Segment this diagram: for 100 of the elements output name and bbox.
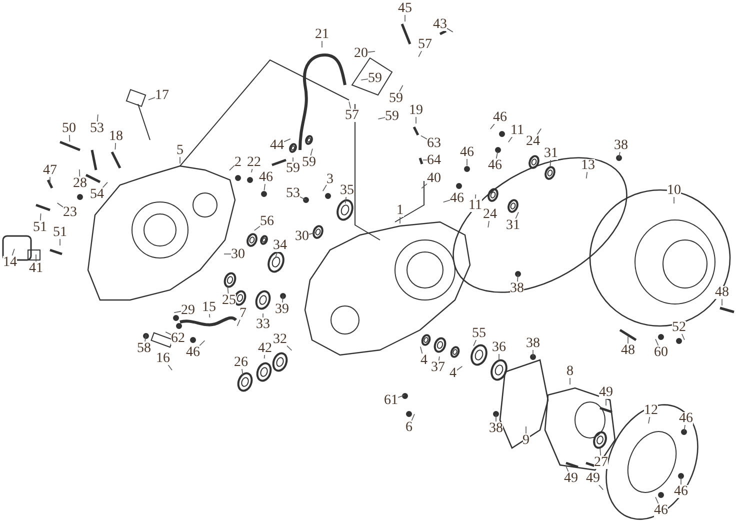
leader-line xyxy=(174,310,182,313)
callout-number: 44 xyxy=(270,138,284,152)
callout-number: 27 xyxy=(594,456,608,468)
callout-number: 30 xyxy=(231,248,245,260)
callout-number: 32 xyxy=(273,332,287,346)
leader-line xyxy=(229,165,235,171)
callout-number: 58 xyxy=(137,342,151,354)
callout-number: 46 xyxy=(679,412,693,424)
callout-number: 46 xyxy=(259,170,273,184)
callout-number: 10 xyxy=(667,184,681,196)
callout-number: 46 xyxy=(674,484,688,498)
leader-line xyxy=(442,200,450,202)
leader-line xyxy=(680,477,682,485)
callout-number: 46 xyxy=(450,192,464,204)
callout-number: 20 xyxy=(354,46,368,60)
callout-number: 11 xyxy=(468,198,482,212)
leader-line xyxy=(264,183,266,191)
callout-number: 56 xyxy=(260,214,274,228)
callout-number: 17 xyxy=(155,88,169,102)
leader-line xyxy=(420,135,428,140)
leader-line xyxy=(418,50,422,58)
callout-number: 48 xyxy=(715,286,729,298)
callout-number: 5 xyxy=(176,144,184,156)
callout-number: 59 xyxy=(385,110,399,122)
leader-line xyxy=(404,14,406,22)
leader-line xyxy=(284,138,291,142)
leader-line xyxy=(114,142,116,150)
callout-number: 39 xyxy=(275,302,289,316)
leader-line xyxy=(498,353,500,361)
callout-number: 24 xyxy=(483,208,497,220)
leader-line xyxy=(69,134,70,142)
leader-line xyxy=(398,394,405,398)
callout-number: 46 xyxy=(460,146,474,158)
leader-line xyxy=(310,148,313,156)
callout-number: 24 xyxy=(526,134,540,148)
callout-number: 59 xyxy=(368,72,382,84)
callout-number: 53 xyxy=(286,186,300,200)
leader-line xyxy=(438,356,440,361)
callout-number: 42 xyxy=(258,342,272,354)
callout-number: 15 xyxy=(202,300,216,314)
callout-number: 11 xyxy=(510,124,524,136)
callout-number: 46 xyxy=(186,346,200,358)
callout-number: 7 xyxy=(240,306,246,320)
leader-line xyxy=(536,128,542,135)
leader-line xyxy=(262,313,264,318)
leader-line xyxy=(148,97,156,100)
callout-number: 34 xyxy=(273,238,287,252)
leader-line xyxy=(466,158,468,166)
leader-line xyxy=(684,424,686,432)
callout-number: 21 xyxy=(315,28,329,40)
leader-line xyxy=(79,169,80,177)
callout-number: 1 xyxy=(396,204,404,216)
leader-line xyxy=(420,346,423,354)
callout-number: 3 xyxy=(326,172,334,186)
callout-number: 37 xyxy=(431,360,445,374)
leader-line xyxy=(488,220,490,228)
leader-line xyxy=(282,295,284,303)
callout-number: 46 xyxy=(493,110,507,124)
leader-line xyxy=(308,232,316,235)
callout-number: 61 xyxy=(384,394,398,406)
callout-number: 6 xyxy=(406,420,412,434)
leader-line xyxy=(648,416,650,424)
callout-number: 19 xyxy=(409,104,423,116)
leader-line xyxy=(144,334,146,342)
leader-line xyxy=(508,136,513,143)
callout-number: 52 xyxy=(672,320,686,334)
callout-number: 26 xyxy=(234,356,248,368)
callout-number: 36 xyxy=(492,340,506,354)
callout-number: 57 xyxy=(418,38,432,50)
leader-line xyxy=(300,196,307,200)
leader-line xyxy=(550,159,551,167)
callout-number: 38 xyxy=(614,138,628,152)
callout-number: 46 xyxy=(654,504,668,516)
leader-line xyxy=(236,319,240,326)
callout-number: 50 xyxy=(62,122,76,134)
callout-number: 38 xyxy=(526,336,540,350)
leader-line xyxy=(322,184,327,192)
leader-line xyxy=(517,274,518,282)
leader-line xyxy=(473,339,477,346)
leader-line xyxy=(565,464,569,472)
callout-number: 53 xyxy=(90,122,104,134)
leader-line xyxy=(368,51,376,53)
leader-line xyxy=(598,484,604,490)
callout-number: 4 xyxy=(420,354,428,366)
callout-number: 35 xyxy=(340,184,354,196)
callout-number: 29 xyxy=(181,304,195,316)
leader-line xyxy=(655,338,659,346)
callout-number: 57 xyxy=(345,108,359,122)
leader-line xyxy=(199,340,206,346)
callout-number: 9 xyxy=(522,434,530,446)
leader-line xyxy=(227,286,229,294)
callout-number: 13 xyxy=(581,158,595,172)
leader-line xyxy=(242,368,244,376)
leader-line xyxy=(360,78,368,80)
leader-line xyxy=(399,84,404,92)
callout-number: 4 xyxy=(450,366,456,380)
callout-number: 63 xyxy=(427,136,441,150)
leader-line xyxy=(655,496,659,504)
callout-number: 18 xyxy=(109,130,123,142)
callout-number: 31 xyxy=(544,146,558,160)
